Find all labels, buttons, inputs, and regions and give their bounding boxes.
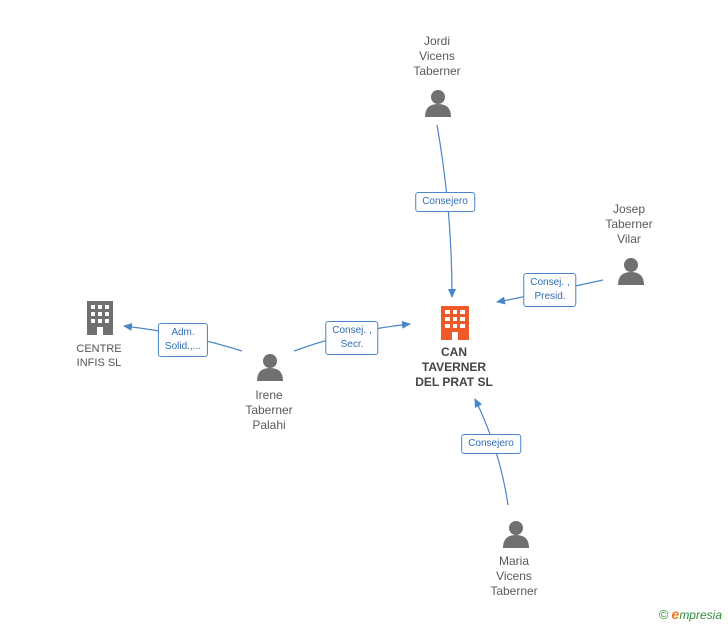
brand-logo-text: mpresia: [679, 608, 722, 622]
copyright-icon: ©: [658, 607, 669, 622]
person-icon[interactable]: [618, 258, 644, 285]
person-icon[interactable]: [257, 354, 283, 381]
person-icon[interactable]: [425, 90, 451, 117]
edge-label-josep-can[interactable]: Consej. , Presid.: [523, 273, 577, 307]
edge-label-irene-can[interactable]: Consej. , Secr.: [325, 321, 379, 355]
company-name-centre-infis[interactable]: CENTRE INFIS SL: [76, 343, 122, 369]
person-name-irene[interactable]: Irene Taberner Palahi: [245, 388, 293, 432]
building-icon[interactable]: [441, 306, 469, 340]
brand-logo-initial: e: [671, 606, 680, 622]
person-name-maria[interactable]: Maria Vicens Taberner: [490, 554, 538, 598]
company-name-can-taverner[interactable]: CAN TAVERNER DEL PRAT SL: [415, 345, 493, 389]
person-name-josep[interactable]: Josep Taberner Vilar: [605, 202, 653, 246]
building-icon[interactable]: [87, 301, 113, 335]
edge-label-jordi-can[interactable]: Consejero: [415, 192, 475, 212]
copyright-footer: ©empresia: [659, 606, 722, 622]
person-name-jordi[interactable]: Jordi Vicens Taberner: [413, 34, 461, 78]
person-icon[interactable]: [503, 521, 529, 548]
edge-label-irene-centre[interactable]: Adm. Solid.,...: [157, 323, 209, 357]
edge-label-maria-can[interactable]: Consejero: [461, 434, 521, 454]
